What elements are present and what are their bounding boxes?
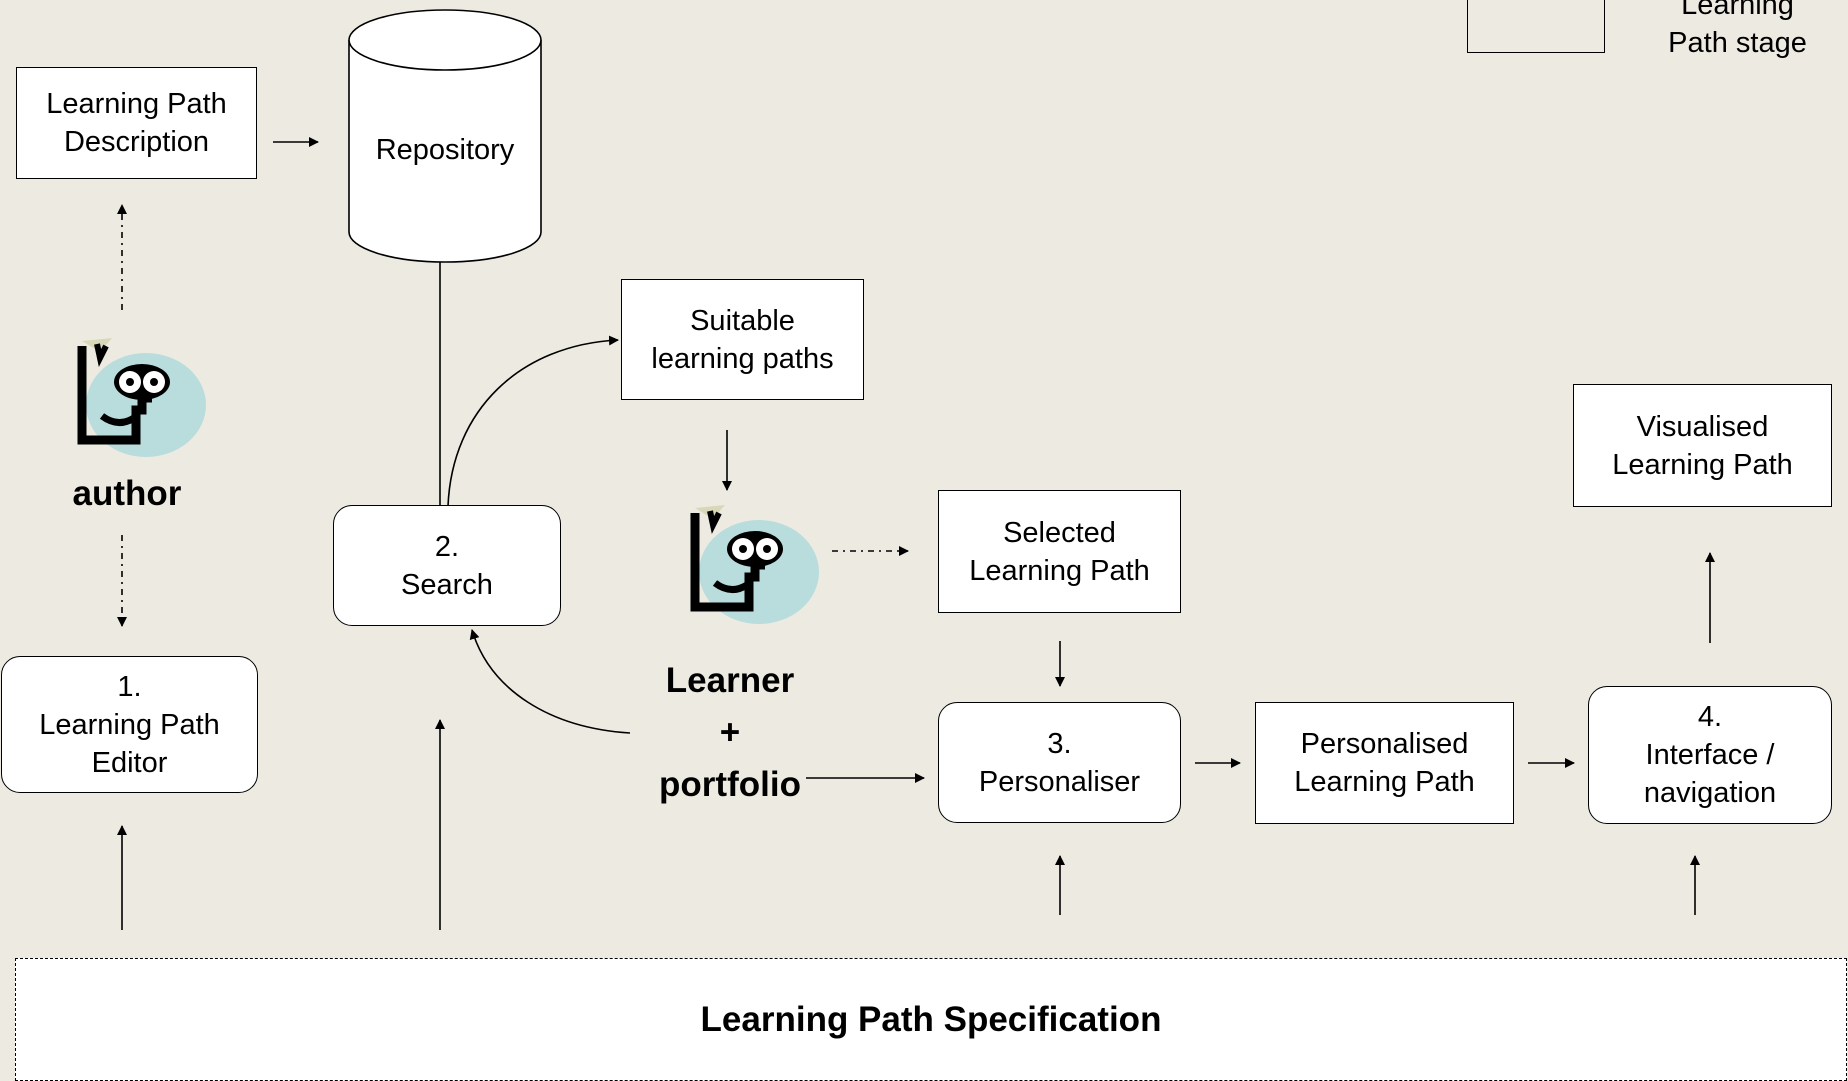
stage-personaliser-box: 3. Personaliser — [938, 702, 1181, 823]
visualised-learning-path-box: Visualised Learning Path — [1573, 384, 1832, 507]
visualised-learning-path-label: Visualised Learning Path — [1612, 410, 1793, 481]
author-label: author — [72, 474, 182, 513]
learning-path-description-label: Learning Path Description — [46, 88, 227, 158]
legend-label: Learning Path stage — [1668, 0, 1807, 59]
author-figure-icon — [77, 338, 206, 457]
stage-interface-label: 4. Interface / navigation — [1643, 701, 1777, 809]
selected-learning-path-label: Selected Learning Path — [969, 516, 1150, 587]
stage-interface-box: 4. Interface / navigation — [1588, 686, 1832, 824]
suitable-learning-paths-box: Suitable learning paths — [621, 279, 864, 400]
repository-cylinder — [348, 9, 542, 263]
learning-path-description-box: Learning Path Description — [16, 67, 257, 179]
stage-search-box: 2. Search — [333, 505, 561, 626]
learner-figure-icon — [690, 505, 819, 624]
stage-editor-box: 1. Learning Path Editor — [1, 656, 258, 793]
repository-label: Repository — [375, 134, 515, 166]
arrow-search-to-suitable — [447, 335, 619, 507]
personalised-learning-path-box: Personalised Learning Path — [1255, 702, 1514, 824]
stage-personaliser-label: 3. Personaliser — [978, 727, 1141, 798]
personalised-learning-path-label: Personalised Learning Path — [1294, 728, 1475, 798]
arrow-learner-to-search — [469, 629, 631, 734]
stage-editor-label: 1. Learning Path Editor — [39, 670, 220, 779]
learning-path-specification: Learning Path Specification — [15, 958, 1847, 1081]
legend-stage-box — [1467, 0, 1605, 53]
suitable-learning-paths-label: Suitable learning paths — [651, 304, 834, 375]
specification-label: Learning Path Specification — [700, 999, 1162, 1039]
learner-portfolio-label: Learner + portfolio — [659, 661, 801, 804]
stage-search-label: 2. Search — [401, 530, 493, 601]
selected-learning-path-box: Selected Learning Path — [938, 490, 1181, 613]
